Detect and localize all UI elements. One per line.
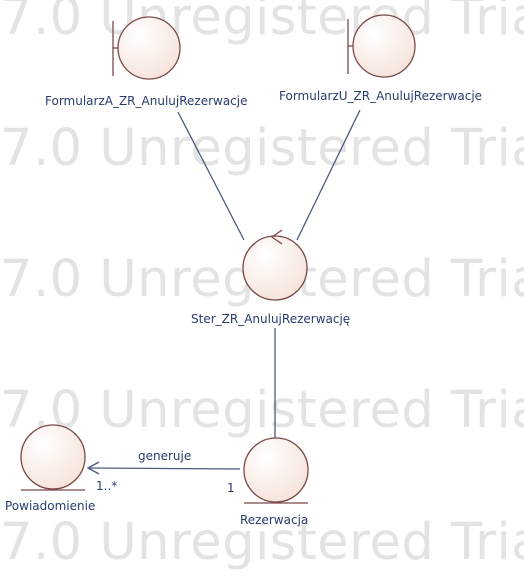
node-label-ster: Ster_ZR_AnulujRezerwację	[191, 312, 351, 326]
watermark-text: 7.0 Unregistered Trial V	[0, 381, 524, 440]
generuje-connector[interactable]	[87, 467, 241, 470]
watermark-text: 7.0 Unregistered Trial V	[0, 513, 524, 572]
control-arrow-icon	[270, 229, 283, 245]
arrowhead-icon	[86, 461, 100, 475]
node-label-formularz-u: FormularzU_ZR_AnulujRezerwacje	[279, 89, 483, 103]
association-line-formularz-a[interactable]	[177, 111, 245, 241]
watermark-text: 7.0 Unregistered Trial V	[0, 119, 524, 178]
watermark-text: 7.0 Unregistered Trial V	[0, 0, 524, 47]
control-ster[interactable]	[242, 229, 308, 301]
entity-powiadomienie[interactable]	[20, 424, 86, 491]
multiplicity-target: 1..*	[96, 479, 118, 493]
node-label-formularz-a: FormularzA_ZR_AnulujRezerwacje	[45, 94, 248, 108]
entity-rezerwacja[interactable]	[243, 437, 309, 504]
boundary-formularz-a[interactable]	[112, 16, 181, 80]
association-line-formularz-u[interactable]	[296, 109, 361, 241]
boundary-formularz-u[interactable]	[347, 14, 416, 78]
node-label-rezerwacja: Rezerwacja	[240, 513, 309, 527]
multiplicity-source: 1	[227, 481, 235, 495]
edge-label-generuje: generuje	[138, 449, 192, 463]
node-label-powiadomienie: Powiadomienie	[5, 499, 96, 513]
